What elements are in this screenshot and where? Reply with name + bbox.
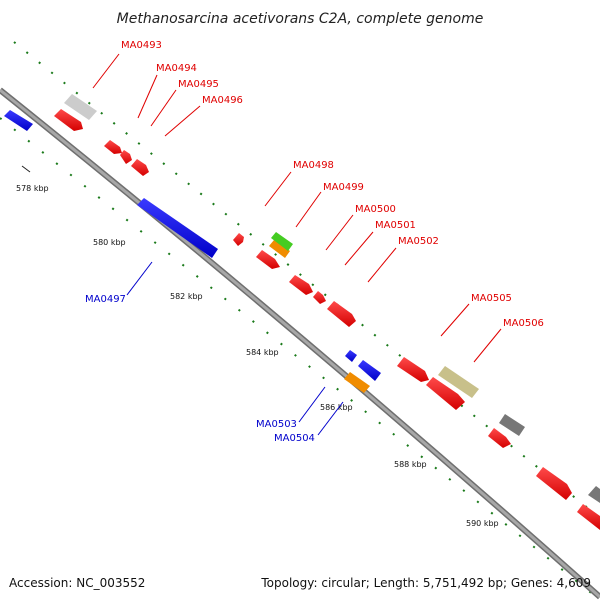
connector-ma0497 xyxy=(126,261,153,296)
connector-ma0504 xyxy=(317,401,344,436)
gene-feature-red-3 xyxy=(488,428,511,448)
orange-genes xyxy=(269,240,370,393)
connector-ma0498 xyxy=(264,171,292,207)
label-connectors xyxy=(92,53,502,436)
map-title: Methanosarcina acetivorans C2A, complete… xyxy=(117,11,484,27)
gene-feature-red-4 xyxy=(536,467,572,500)
ruler-label-588: 588 kbp xyxy=(394,460,427,469)
forward-genes xyxy=(54,109,600,530)
gene-feature-grey-2 xyxy=(588,486,600,503)
gene-feature-ma0498 xyxy=(233,233,244,246)
ruler-label-590: 590 kbp xyxy=(466,519,499,528)
gene-feature-ma0499 xyxy=(256,250,280,269)
gene-feature-ma0504 xyxy=(344,372,370,393)
gene-feature-ma0506 xyxy=(426,377,465,410)
connector-ma0501 xyxy=(344,231,374,266)
gene-feature-red-1 xyxy=(54,109,83,131)
gene-feature-ma0494 xyxy=(104,140,122,154)
gene-feature-ma0502 xyxy=(327,301,356,327)
connector-ma0505 xyxy=(440,303,470,337)
gene-feature-reverse-2 xyxy=(358,360,381,381)
gene-label-ma0500: MA0500 xyxy=(355,204,396,215)
gene-label-ma0493: MA0493 xyxy=(121,40,162,51)
connector-ma0499 xyxy=(295,191,322,228)
gene-feature-ma0505 xyxy=(438,366,479,398)
gene-label-ma0506: MA0506 xyxy=(503,318,544,329)
gene-feature-red-5 xyxy=(577,504,600,530)
other-genes xyxy=(64,94,600,503)
gene-feature-reverse xyxy=(4,110,33,131)
gene-labels: MA0493 MA0494 MA0495 MA0496 MA0497 MA049… xyxy=(85,40,544,444)
connector-ma0506 xyxy=(473,328,502,363)
gene-label-ma0501: MA0501 xyxy=(375,220,416,231)
reverse-genes xyxy=(4,110,381,381)
connector-ma0493 xyxy=(92,53,120,89)
connector-ma0500 xyxy=(325,214,354,251)
genome-backbone xyxy=(0,88,600,599)
ruler-label-578: 578 kbp xyxy=(16,184,49,193)
inner-guide-line xyxy=(0,117,600,600)
connector-ma0494 xyxy=(137,74,158,119)
gene-feature-ma0496 xyxy=(131,159,149,176)
gene-feature-grey-1 xyxy=(499,414,525,436)
ruler-label-582: 582 kbp xyxy=(170,292,203,301)
ruler: 578 kbp 580 kbp 582 kbp 584 kbp 586 kbp … xyxy=(16,165,499,528)
genome-summary-text: Topology: circular; Length: 5,751,492 bp… xyxy=(260,576,591,590)
gene-label-ma0496: MA0496 xyxy=(202,95,243,106)
ruler-label-584: 584 kbp xyxy=(246,348,279,357)
gene-feature-green xyxy=(271,232,293,251)
gene-label-ma0504: MA0504 xyxy=(274,433,315,444)
gene-label-ma0503: MA0503 xyxy=(256,419,297,430)
ruler-label-580: 580 kbp xyxy=(93,238,126,247)
gene-feature-ma0500 xyxy=(289,275,313,295)
connector-ma0495 xyxy=(150,89,177,127)
ruler-label-586: 586 kbp xyxy=(320,403,353,412)
ruler-tick-578 xyxy=(21,165,31,173)
gene-feature-orange-1 xyxy=(269,240,290,258)
outer-guide-line xyxy=(13,41,600,519)
gene-feature-red-2 xyxy=(397,357,429,382)
gene-label-ma0497: MA0497 xyxy=(85,294,126,305)
gene-label-ma0502: MA0502 xyxy=(398,236,439,247)
gene-feature-ma0497 xyxy=(137,198,218,258)
connector-ma0502 xyxy=(367,247,397,283)
gene-label-ma0499: MA0499 xyxy=(323,182,364,193)
gene-label-ma0494: MA0494 xyxy=(156,63,197,74)
connector-ma0503 xyxy=(298,386,326,423)
gene-feature-ma0501 xyxy=(313,291,326,304)
gene-feature-ma0495 xyxy=(120,150,132,164)
gene-feature-ma0493 xyxy=(64,94,97,120)
gene-label-ma0495: MA0495 xyxy=(178,79,219,90)
gene-feature-ma0503 xyxy=(345,350,357,362)
gene-label-ma0498: MA0498 xyxy=(293,160,334,171)
gene-label-ma0505: MA0505 xyxy=(471,293,512,304)
accession-text: Accession: NC_003552 xyxy=(9,576,145,590)
connector-ma0496 xyxy=(164,105,201,137)
